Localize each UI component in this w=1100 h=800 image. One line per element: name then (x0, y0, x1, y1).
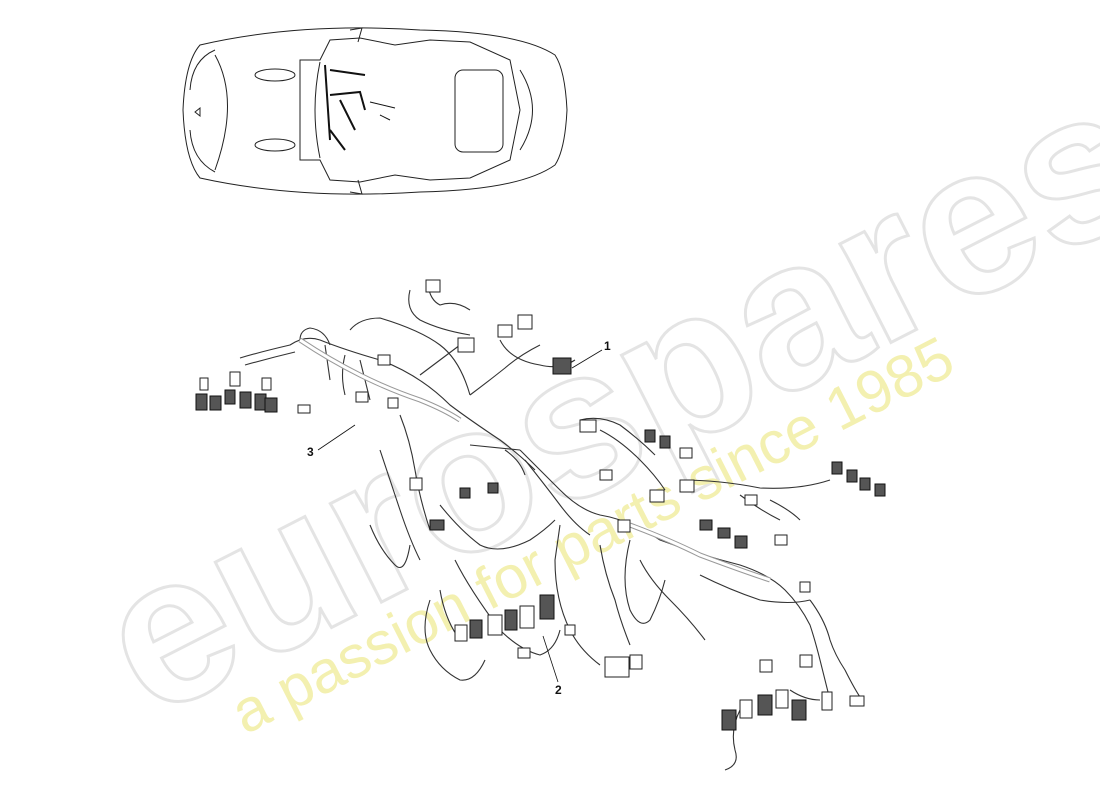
callout-label-1: 1 (604, 339, 611, 353)
connector-cluster-center (409, 419, 695, 531)
callout-leader-3 (317, 424, 356, 451)
wiring-harness (239, 284, 863, 771)
connector-cluster-bottom-left (454, 594, 576, 659)
callout-label-3: 3 (307, 445, 314, 459)
car-top-view (182, 27, 568, 195)
connector-cluster-right (617, 461, 886, 593)
connector-cluster-left (195, 371, 311, 414)
callout-leaders (317, 349, 603, 683)
connector-cluster-bottom-right (604, 654, 865, 731)
callout-leader-2 (542, 635, 559, 683)
connector-cluster-top (355, 279, 572, 409)
callout-label-2: 2 (555, 683, 562, 697)
callout-leader-1 (571, 349, 603, 369)
